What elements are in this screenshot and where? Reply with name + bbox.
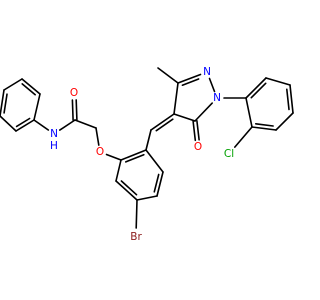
bond-b6-b1	[145, 149, 164, 173]
bond-ch2-cc	[74, 119, 97, 129]
bond-q3-q4	[0, 89, 5, 117]
bond-ch-b1	[145, 129, 152, 151]
bond-q2-q3	[0, 115, 17, 132]
bond-c4-c3	[173, 82, 179, 115]
atom-label-layer: O N N Cl O N O Br H	[50, 66, 234, 243]
bond-q5-q6	[21, 78, 41, 95]
bond-q3-q4-inner	[3, 93, 8, 114]
bond-a6-cl	[234, 126, 253, 148]
bond-n2-n1	[208, 77, 216, 93]
bond-b1-b2-inner	[125, 153, 145, 163]
bond-a1-a2	[245, 77, 267, 99]
bond-c3-n2-inner	[181, 78, 200, 86]
bond-b4-br	[135, 199, 138, 229]
bond-oe-ch2	[95, 127, 100, 146]
bond-q1-q2	[15, 119, 35, 132]
bond-q1-q2-inner	[15, 117, 31, 128]
bond-c4-ch	[150, 113, 175, 131]
bond-a4-a5	[275, 112, 294, 131]
atom-label-h-amide: H	[50, 140, 58, 152]
molecule-structure-diagram: O N N Cl O N O Br H	[0, 66, 294, 243]
bond-a3-a4-inner	[285, 88, 290, 111]
bond-c3-me	[157, 67, 179, 84]
bond-a5-a6-inner	[255, 123, 274, 127]
atom-label-n-amide: N	[50, 128, 58, 140]
atom-label-o-ether: O	[96, 146, 104, 158]
bond-a3-a4	[289, 84, 294, 114]
bond-cc-oc	[75, 99, 78, 121]
bond-n1-c5	[194, 102, 213, 122]
bond-b3-b4-inner	[120, 180, 138, 196]
bond-c3-n2	[177, 73, 202, 84]
bond-cc-na	[58, 119, 76, 131]
atom-label-o-ketone: O	[194, 141, 202, 153]
bond-b2-b3	[115, 159, 122, 182]
bond-a6-a1	[245, 97, 253, 128]
bond-b5-b6	[156, 171, 164, 197]
atom-label-n2: N	[203, 66, 211, 78]
bond-layer	[0, 67, 294, 229]
bond-cc-oc-second	[71, 99, 74, 121]
bond-c4-ch-inner	[155, 118, 174, 132]
bond-b2-oe	[105, 153, 122, 161]
bond-na-q1	[33, 119, 50, 131]
bond-a2-a3	[265, 77, 291, 86]
bond-c5-ok	[192, 120, 197, 142]
bond-c5-ok-second	[196, 120, 200, 141]
bond-b5-b6-inner	[153, 173, 160, 193]
bond-q5-q6-inner	[21, 83, 37, 96]
bond-c5-c4	[173, 113, 196, 122]
bond-b4-b5	[136, 195, 158, 201]
atom-label-br: Br	[130, 231, 142, 243]
bond-b1-b2	[120, 149, 147, 161]
bond-b3-b4	[115, 180, 138, 201]
bond-a5-a6	[251, 126, 277, 131]
bond-q6-q1	[33, 93, 41, 121]
atom-label-n1: N	[213, 92, 221, 104]
bond-a1-a2-inner	[250, 82, 267, 99]
atom-label-o-carbonyl: O	[70, 87, 78, 99]
bond-q4-q5	[3, 78, 23, 91]
atom-label-cl: Cl	[224, 148, 234, 160]
